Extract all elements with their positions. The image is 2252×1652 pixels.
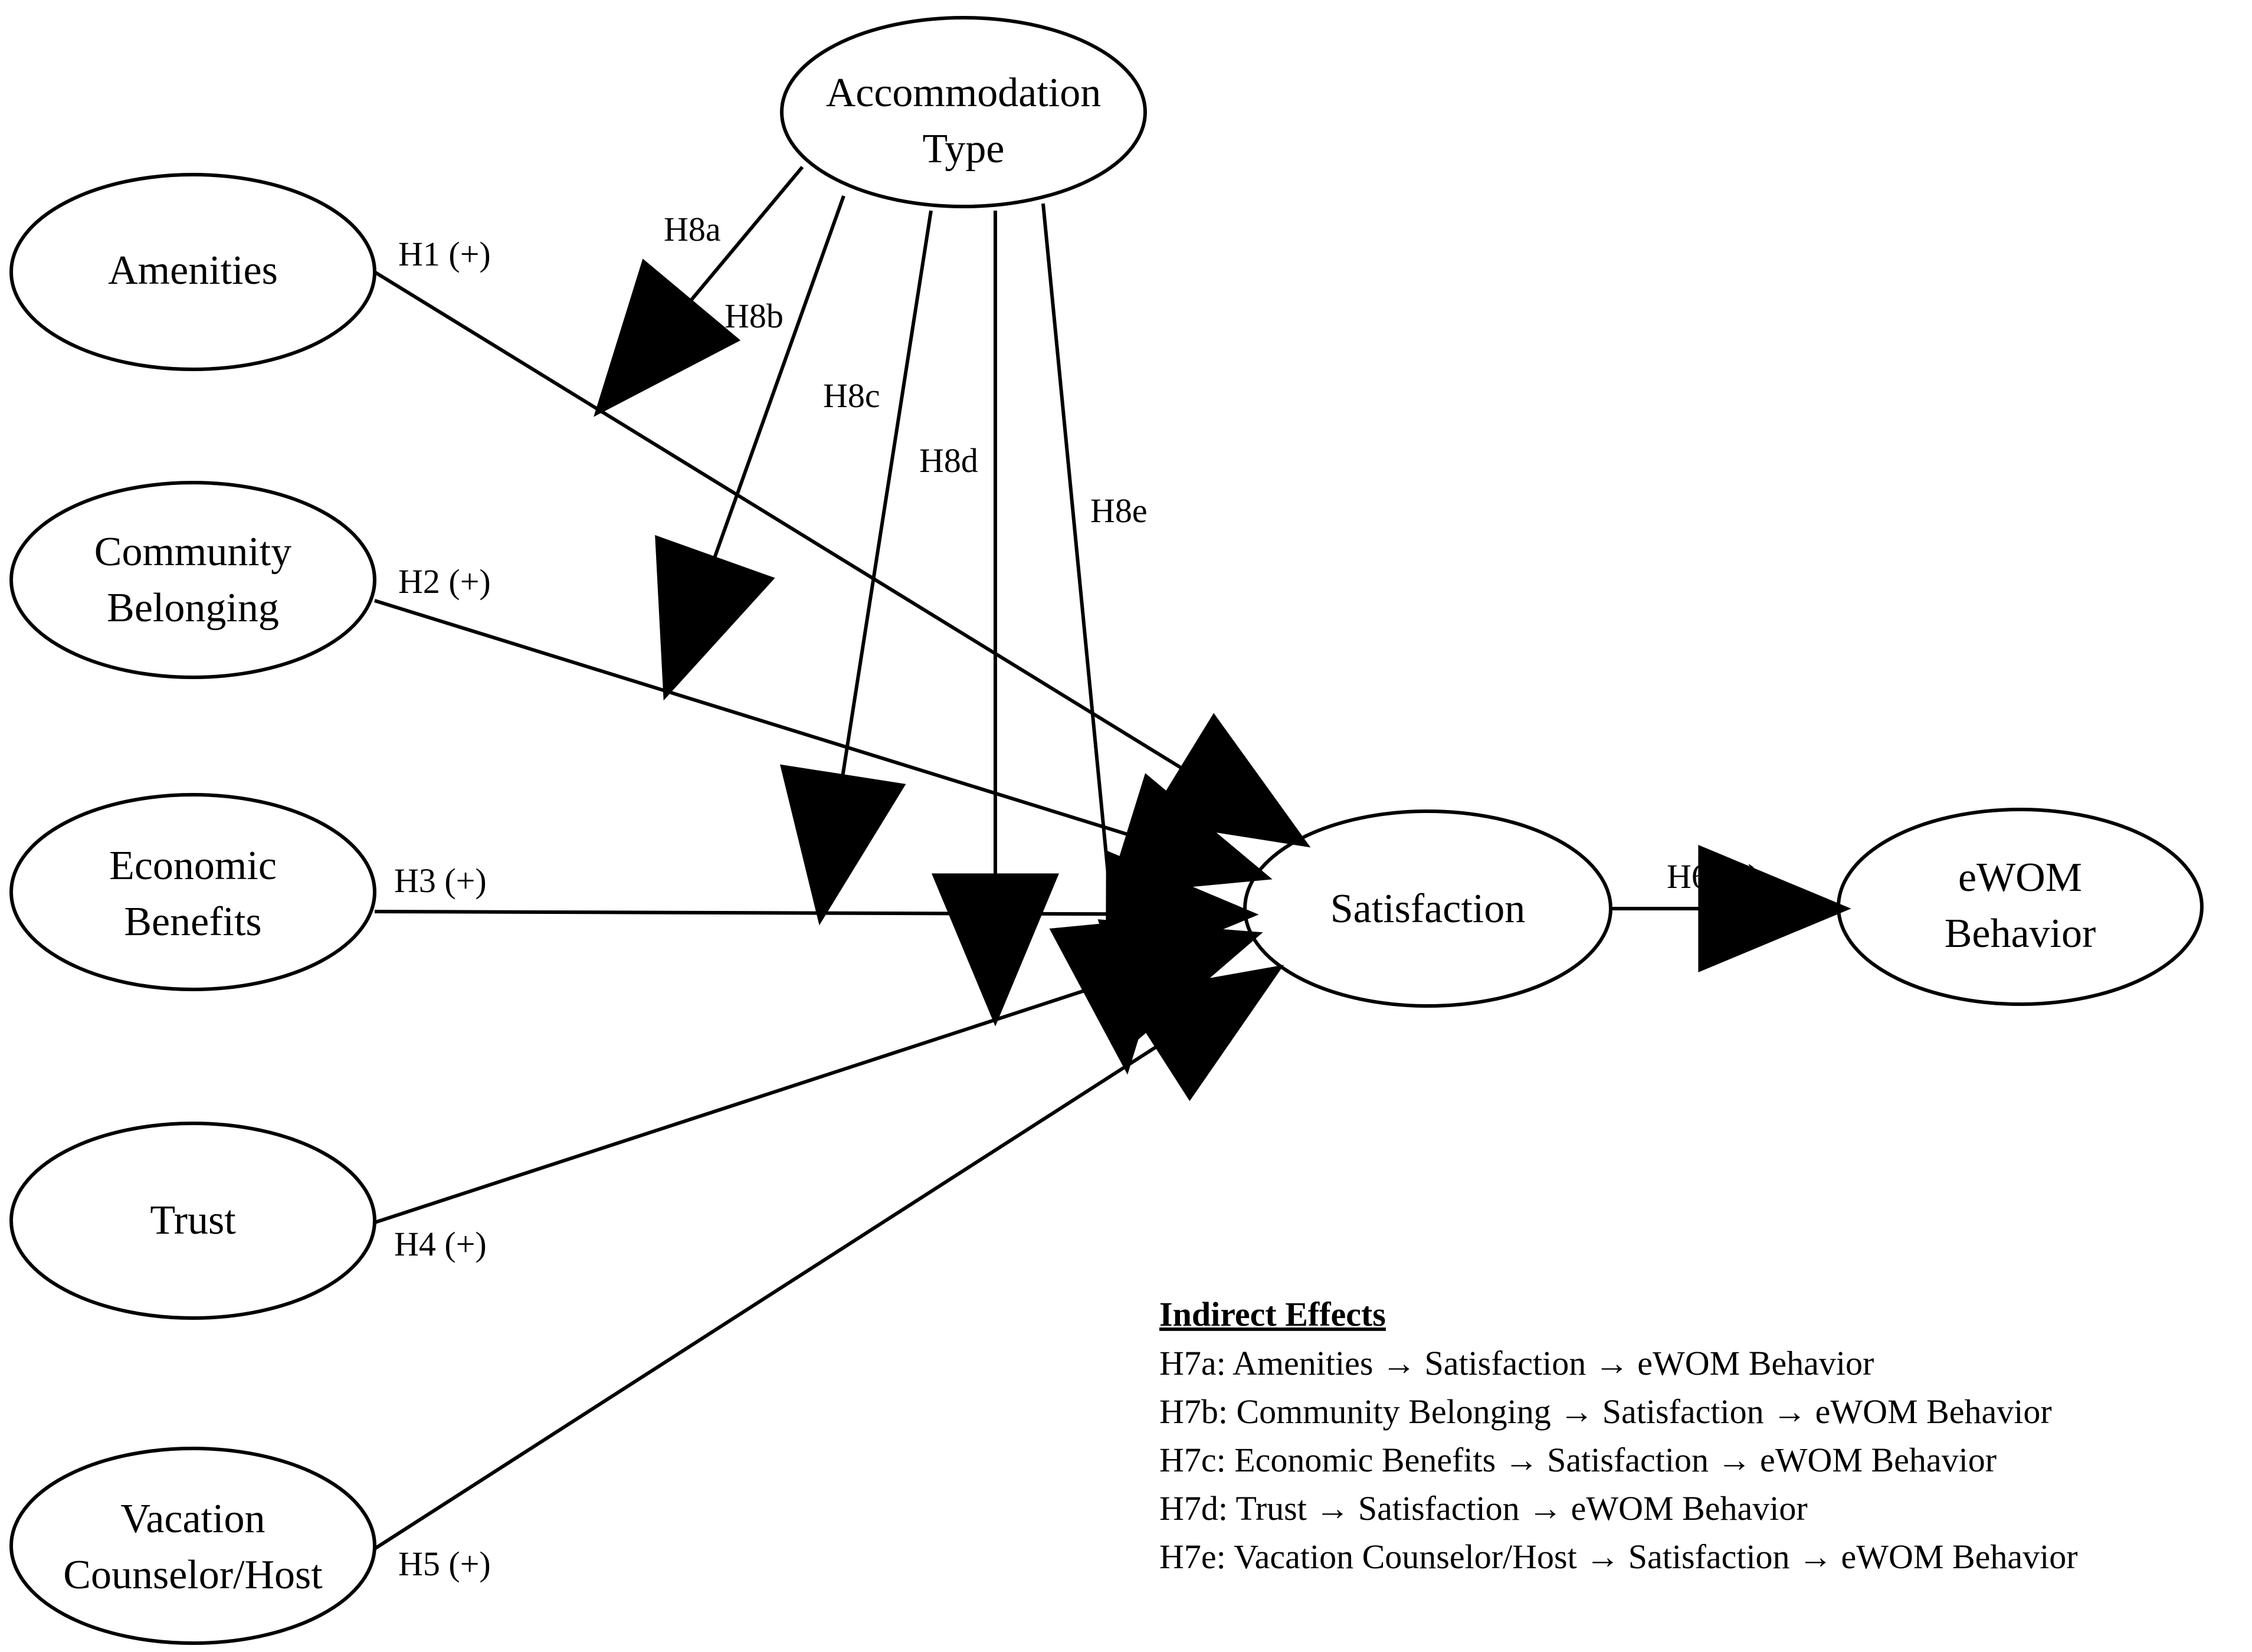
- node-labels: Accommodation Type Amenities Community B…: [63, 70, 2096, 1598]
- label-h6: H6 (+): [1667, 857, 1759, 896]
- label-economic-1: Economic: [109, 843, 277, 889]
- label-accommodation-1: Accommodation: [826, 70, 1102, 116]
- arrow-h8e: [1041, 203, 1176, 1075]
- label-community-2: Belonging: [107, 585, 279, 631]
- label-h8e: H8e: [1090, 491, 1148, 530]
- node-vacation-counselor-host: [9, 1447, 376, 1645]
- label-ewom-1: eWOM: [1958, 855, 2082, 900]
- label-amenities: Amenities: [108, 248, 278, 293]
- label-h1: H1 (+): [398, 235, 491, 273]
- label-vacation-1: Vacation: [121, 1496, 265, 1542]
- label-trust: Trust: [150, 1198, 236, 1243]
- legend-line-h7d: H7d: Trust → Satisfaction → eWOM Behavio…: [1159, 1489, 1808, 1528]
- node-accommodation-type: [780, 16, 1147, 208]
- arrow-h2: [374, 599, 1273, 895]
- label-h8c: H8c: [823, 376, 880, 415]
- label-accommodation-2: Type: [923, 126, 1005, 172]
- label-h3: H3 (+): [394, 861, 487, 900]
- hypothesis-labels: H1 (+) H2 (+) H3 (+) H4 (+) H5 (+) H6 (+…: [394, 210, 1759, 1583]
- label-satisfaction: Satisfaction: [1330, 886, 1525, 932]
- label-h2: H2 (+): [398, 562, 491, 601]
- arrow-h1: [373, 270, 1311, 848]
- arrow-h5: [373, 965, 1284, 1551]
- label-ewom-2: Behavior: [1945, 911, 2096, 956]
- legend-line-h7b: H7b: Community Belonging → Satisfaction …: [1159, 1392, 2052, 1431]
- indirect-effects-legend: Indirect Effects H7a: Amenities → Satisf…: [1159, 1295, 2078, 1576]
- arrow-h8a: [594, 166, 804, 417]
- label-h8a: H8a: [664, 210, 721, 248]
- label-h4: H4 (+): [394, 1225, 487, 1263]
- label-economic-2: Benefits: [124, 899, 261, 945]
- legend-line-h7a: H7a: Amenities → Satisfaction → eWOM Beh…: [1159, 1344, 1874, 1382]
- node-economic-benefits: [9, 793, 376, 991]
- label-vacation-2: Counselor/Host: [63, 1552, 323, 1598]
- node-community-belonging: [9, 481, 376, 679]
- label-h5: H5 (+): [398, 1545, 491, 1583]
- arrow-h8c: [779, 210, 933, 926]
- label-h8b: H8b: [725, 297, 784, 335]
- arrow-h8b: [655, 195, 845, 701]
- node-ewom-behavior: [1837, 808, 2204, 1006]
- legend-line-h7e: H7e: Vacation Counselor/Host → Satisfact…: [1159, 1538, 2078, 1576]
- legend-title: Indirect Effects: [1159, 1295, 1386, 1333]
- moderation-paths: [594, 166, 1176, 1075]
- arrow-h3: [374, 850, 1259, 978]
- label-h8d: H8d: [919, 441, 978, 480]
- legend-line-h7c: H7c: Economic Benefits → Satisfaction → …: [1159, 1441, 1997, 1479]
- label-community-1: Community: [94, 529, 291, 575]
